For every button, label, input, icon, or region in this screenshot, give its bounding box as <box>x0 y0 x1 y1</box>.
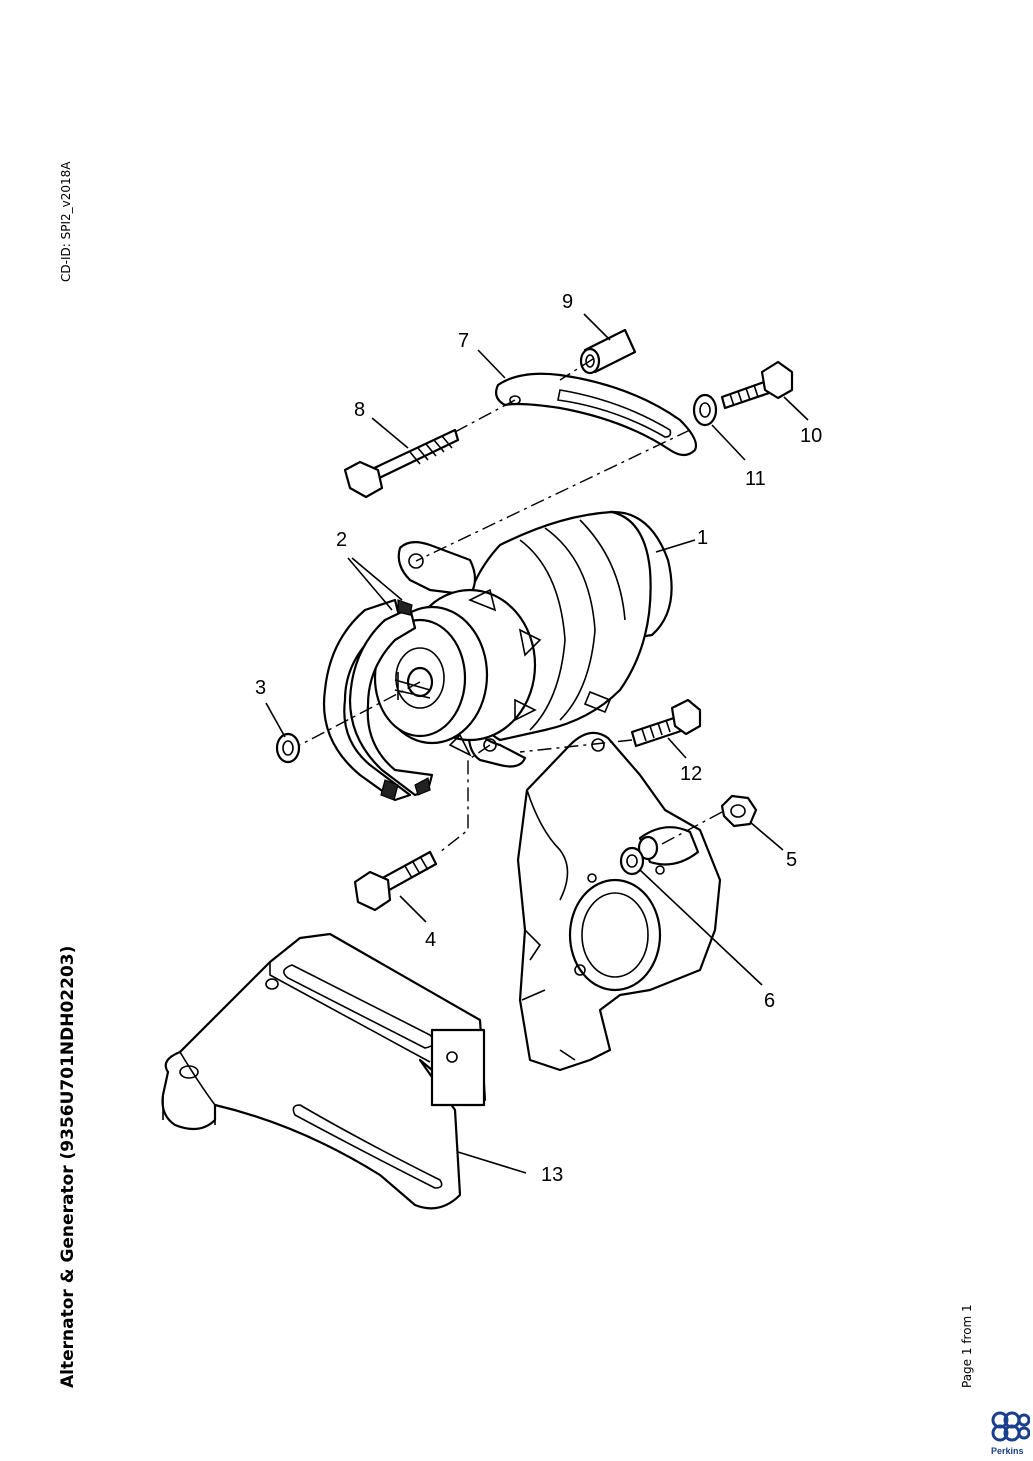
callout-4: 4 <box>425 929 436 951</box>
part-13-support-bracket <box>161 932 487 1210</box>
part-11-washer <box>692 393 718 427</box>
callout-11: 11 <box>745 468 766 490</box>
assembly-center-lines <box>299 358 723 853</box>
perkins-logo: Perkins <box>991 1411 1030 1456</box>
callout-8: 8 <box>354 399 365 421</box>
callout-1: 1 <box>697 527 708 549</box>
leader-lines <box>265 313 809 1174</box>
part-9-spacer <box>579 328 637 375</box>
part-6-washer <box>619 846 645 876</box>
callout-9: 9 <box>562 291 573 313</box>
callout-6: 6 <box>764 990 775 1012</box>
part-5-nut <box>720 794 758 828</box>
part-4-bolt <box>353 850 438 912</box>
callout-10: 10 <box>800 425 822 447</box>
callout-12: 12 <box>680 763 702 785</box>
part-12-bolt <box>630 698 702 748</box>
part-10-bolt <box>720 360 794 410</box>
callout-5: 5 <box>786 849 797 871</box>
part-8-bolt <box>343 428 460 499</box>
logo-wordmark: Perkins <box>991 1446 1024 1456</box>
part-3-washer <box>275 732 301 764</box>
part-2-v-belts <box>322 598 434 802</box>
pulley <box>373 605 489 745</box>
part-7-adjusting-link <box>495 372 698 457</box>
mounting-housing <box>516 731 722 1072</box>
callout-7: 7 <box>458 330 469 352</box>
callout-2: 2 <box>336 529 347 551</box>
callout-3: 3 <box>255 677 266 699</box>
callout-13: 13 <box>541 1164 563 1186</box>
